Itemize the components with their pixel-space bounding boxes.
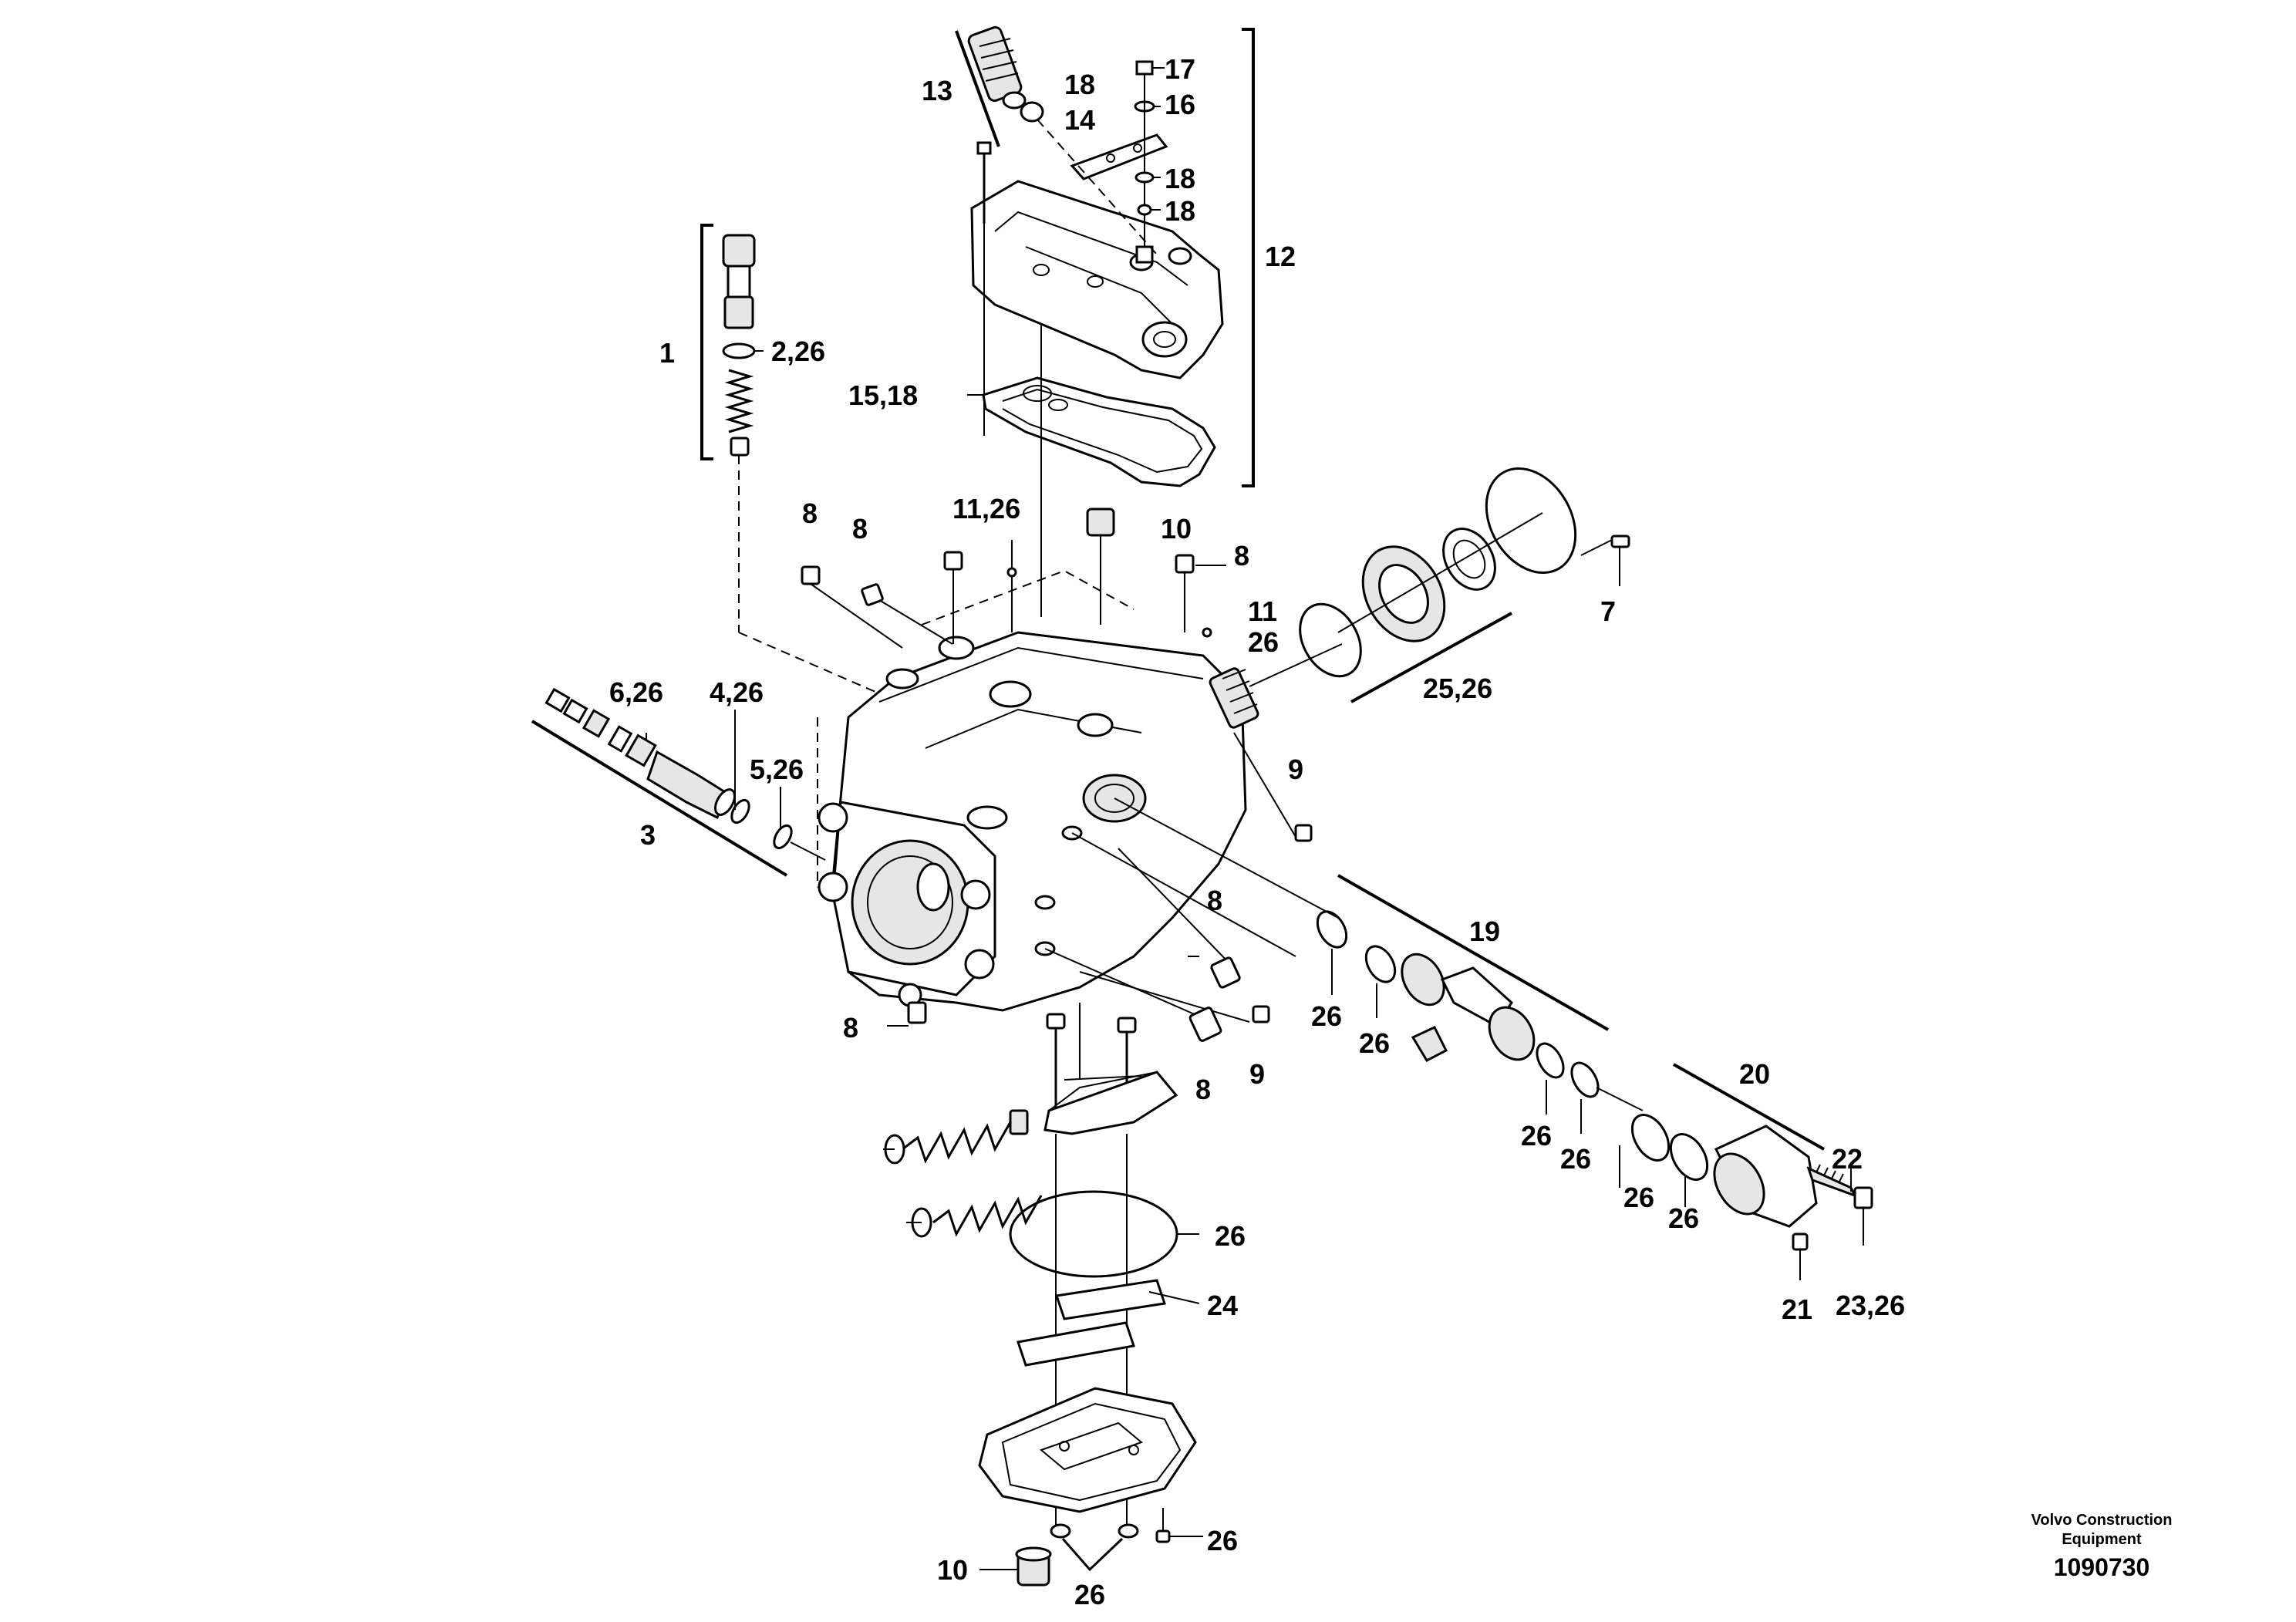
callout-12: 12: [1265, 241, 1296, 272]
callout-labels: 17 16 18 14 13 18 18 12 15,18 1 2,26 8 8…: [609, 53, 1905, 1610]
seal-stack: [1299, 467, 1630, 703]
callout-26: 26: [1248, 626, 1279, 658]
callout-8: 8: [1207, 885, 1222, 916]
callout-2-26: 2,26: [771, 336, 825, 367]
callout-1: 1: [659, 337, 675, 369]
callout-11: 11: [1248, 595, 1277, 627]
bracket-1: [700, 224, 713, 460]
callout-19: 19: [1469, 916, 1500, 947]
bracket-3: [531, 720, 788, 877]
callout-6-26: 6,26: [609, 676, 663, 708]
bracket-19: [1337, 874, 1609, 1031]
callout-8: 8: [1234, 540, 1249, 572]
callout-21: 21: [1782, 1293, 1812, 1325]
callout-10: 10: [1161, 513, 1192, 545]
callout-9: 9: [1288, 754, 1303, 785]
callout-26: 26: [1359, 1027, 1390, 1059]
callout-3: 3: [640, 819, 656, 851]
callout-26: 26: [1074, 1579, 1105, 1610]
callout-26: 26: [1311, 1000, 1342, 1032]
pump-housing: [817, 569, 1343, 1023]
callout-26: 26: [1668, 1202, 1699, 1234]
end-cap-assembly: [1619, 1063, 1873, 1280]
cartridge-assembly: [531, 687, 826, 877]
callout-20: 20: [1739, 1058, 1770, 1090]
callout-25-26: 25,26: [1423, 673, 1492, 704]
solenoid: [967, 25, 1158, 255]
callout-10: 10: [937, 1554, 968, 1586]
caption: Volvo Construction Equipment 1090730: [2031, 1512, 2173, 1581]
callout-15-18: 15,18: [848, 379, 918, 411]
cover-gasket: [982, 376, 1216, 487]
callout-4-26: 4,26: [710, 676, 764, 708]
callout-17: 17: [1165, 53, 1195, 85]
callout-11-26: 11,26: [952, 493, 1020, 524]
callout-26: 26: [1207, 1525, 1238, 1556]
callout-16: 16: [1165, 89, 1195, 120]
callout-18: 18: [1165, 163, 1195, 194]
caption-line-2: Equipment: [2062, 1531, 2142, 1548]
callout-18: 18: [1165, 195, 1195, 227]
callout-26: 26: [1560, 1143, 1591, 1175]
callout-26: 26: [1623, 1182, 1654, 1213]
cover-assembly: [955, 25, 1255, 617]
servo-assembly: [1316, 874, 1644, 1134]
callout-23-26: 23,26: [1836, 1290, 1905, 1321]
callout-26: 26: [1521, 1120, 1552, 1152]
callout-13: 13: [922, 75, 952, 106]
callout-7: 7: [1600, 595, 1616, 627]
callout-22: 22: [1832, 1143, 1863, 1175]
bracket-25-26: [1350, 612, 1512, 703]
callout-24: 24: [1207, 1290, 1238, 1321]
callout-8: 8: [802, 497, 818, 529]
callout-8: 8: [852, 513, 868, 545]
callout-5-26: 5,26: [750, 754, 804, 785]
bracket-12: [1242, 28, 1255, 487]
bracket-13: [955, 30, 1000, 147]
spring-plate-assembly: [883, 1003, 1203, 1587]
callout-18: 18: [1064, 69, 1095, 100]
callout-8: 8: [1195, 1074, 1211, 1105]
figure-number: 1090730: [2054, 1553, 2150, 1581]
plugs: [801, 508, 1313, 1042]
caption-line-1: Volvo Construction: [2031, 1512, 2173, 1529]
relief-valve-assembly: [700, 224, 899, 703]
callout-8: 8: [843, 1012, 858, 1044]
bracket-20: [1673, 1063, 1825, 1151]
callout-14: 14: [1064, 104, 1095, 136]
large-o-ring: [1009, 1190, 1178, 1278]
callout-9: 9: [1249, 1058, 1265, 1090]
plate: [1070, 133, 1168, 180]
callout-26: 26: [1215, 1220, 1246, 1252]
